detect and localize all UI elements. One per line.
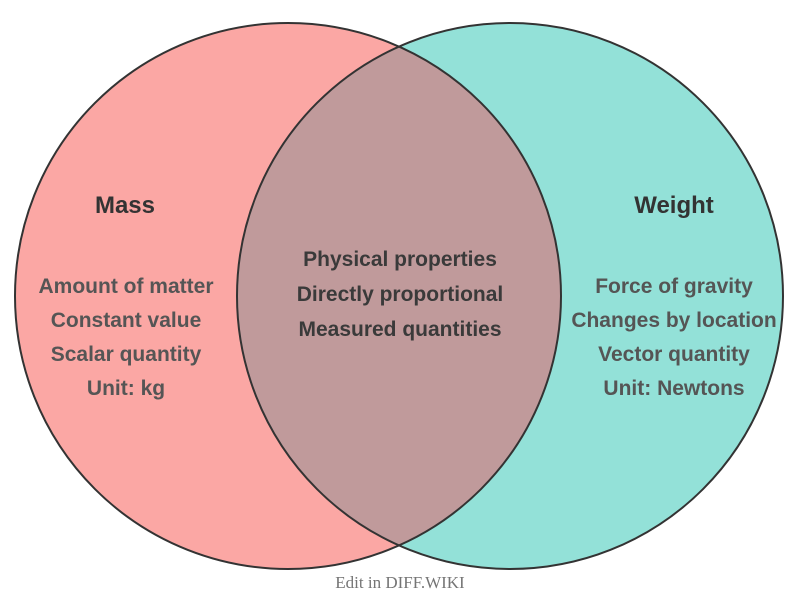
mass-circle-outline bbox=[14, 22, 562, 570]
weight-item: Unit: Newtons bbox=[603, 377, 744, 400]
overlap-item: Measured quantities bbox=[298, 318, 501, 341]
weight-title: Weight bbox=[634, 192, 714, 219]
overlap-item: Directly proportional bbox=[297, 283, 504, 306]
mass-item: Constant value bbox=[51, 309, 202, 332]
weight-item: Force of gravity bbox=[595, 275, 753, 298]
mass-item: Unit: kg bbox=[87, 377, 165, 400]
overlap-lens bbox=[237, 46, 561, 546]
weight-circle-outline bbox=[236, 22, 784, 570]
weight-item: Vector quantity bbox=[598, 343, 750, 366]
mass-item: Amount of matter bbox=[39, 275, 214, 298]
mass-item: Scalar quantity bbox=[51, 343, 202, 366]
weight-item: Changes by location bbox=[571, 309, 776, 332]
footer-edit-link[interactable]: Edit in DIFF.WIKI bbox=[335, 573, 465, 592]
overlap-item: Physical properties bbox=[303, 248, 497, 271]
mass-title: Mass bbox=[95, 192, 155, 219]
